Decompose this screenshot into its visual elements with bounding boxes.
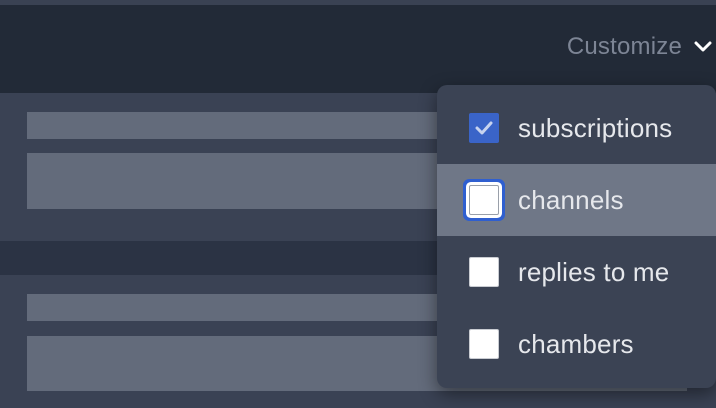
menu-item-replies-to-me[interactable]: replies to me — [437, 236, 716, 308]
checkmark-icon — [475, 121, 493, 135]
chambers-checkbox[interactable] — [469, 329, 499, 359]
menu-item-chambers[interactable]: chambers — [437, 308, 716, 380]
menu-item-label: subscriptions — [518, 112, 673, 143]
channels-checkbox[interactable] — [469, 185, 499, 215]
menu-item-label: replies to me — [518, 256, 670, 287]
menu-item-channels[interactable]: channels — [437, 164, 716, 236]
skeleton-block-body — [27, 153, 457, 209]
customize-dropdown-menu: subscriptions channels replies to me cha… — [437, 85, 716, 388]
menu-item-subscriptions[interactable]: subscriptions — [437, 92, 716, 164]
skeleton-line-title — [27, 294, 457, 321]
skeleton-line-title — [27, 112, 457, 139]
chevron-down-icon — [692, 36, 714, 58]
subscriptions-checkbox[interactable] — [469, 113, 499, 143]
replies-to-me-checkbox[interactable] — [469, 257, 499, 287]
menu-item-label: channels — [518, 184, 624, 215]
menu-item-label: chambers — [518, 328, 634, 359]
top-strip — [0, 0, 716, 5]
header-bar: Customize — [0, 5, 716, 93]
customize-button[interactable]: Customize — [567, 33, 714, 61]
customize-label: Customize — [566, 33, 682, 60]
